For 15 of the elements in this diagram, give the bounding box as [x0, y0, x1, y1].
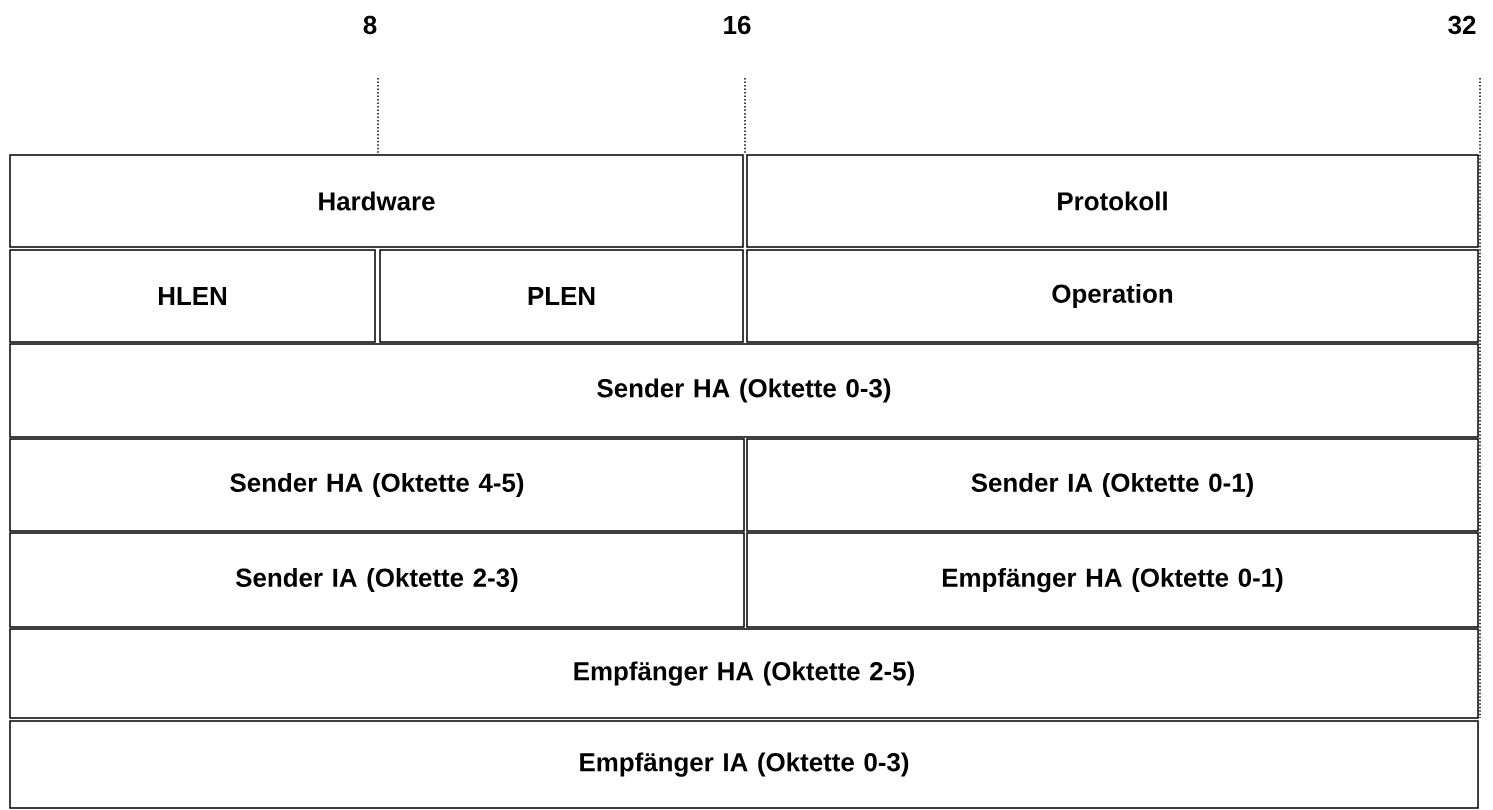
field-box: Empfänger IA (Oktette 0-3): [9, 720, 1479, 809]
field-box: Sender HA (Oktette 4-5): [9, 438, 745, 532]
bit-number: 16: [724, 15, 751, 35]
field-box: Sender IA (Oktette 0-1): [746, 438, 1479, 532]
bit-number: 32: [1448, 15, 1476, 35]
field-box: Protokoll: [746, 154, 1479, 248]
field-box: HLEN: [9, 249, 376, 343]
field-box: Hardware: [9, 154, 744, 248]
field-box: Sender HA (Oktette 0-3): [9, 343, 1479, 438]
field-box: Empfänger HA (Oktette 0-1): [746, 532, 1479, 628]
field-box: Operation: [746, 249, 1479, 343]
field-box: Empfänger HA (Oktette 2-5): [9, 628, 1479, 719]
field-box: Sender IA (Oktette 2-3): [9, 532, 745, 628]
field-box: PLEN: [379, 249, 744, 343]
bit-number: 8: [363, 15, 377, 35]
